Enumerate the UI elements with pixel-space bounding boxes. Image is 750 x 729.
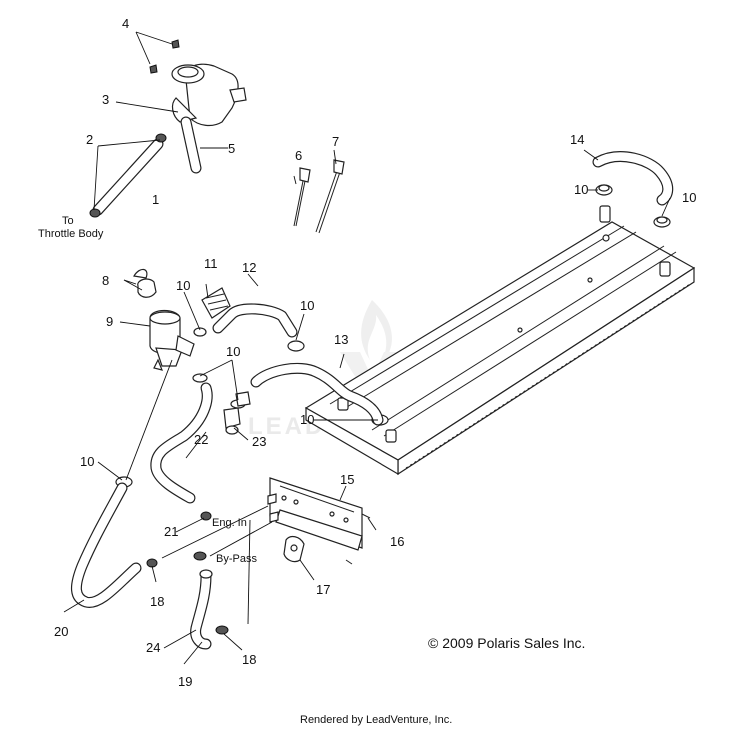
spring-11 bbox=[201, 287, 231, 319]
callout-10-e: 10 bbox=[226, 344, 240, 359]
callout-16: 16 bbox=[390, 534, 404, 549]
callout-10-d: 10 bbox=[300, 298, 314, 313]
callout-10-f: 10 bbox=[300, 412, 314, 427]
callout-10-c: 10 bbox=[176, 278, 190, 293]
callout-21: 21 bbox=[164, 524, 178, 539]
callout-14: 14 bbox=[570, 132, 584, 147]
hose-24 bbox=[190, 569, 213, 650]
callout-24: 24 bbox=[146, 640, 160, 655]
callout-1: 1 bbox=[152, 192, 159, 207]
callout-12: 12 bbox=[242, 260, 256, 275]
callout-13: 13 bbox=[334, 332, 348, 347]
note-eng-in: Eng. In bbox=[212, 517, 247, 529]
callout-22: 22 bbox=[194, 432, 208, 447]
callout-8: 8 bbox=[102, 273, 109, 288]
callout-10-a: 10 bbox=[574, 182, 588, 197]
callout-18-a: 18 bbox=[150, 594, 164, 609]
flame-logo-icon bbox=[361, 300, 392, 365]
fitting-23 bbox=[223, 407, 241, 435]
rendered-by: Rendered by LeadVenture, Inc. bbox=[300, 714, 452, 726]
thermostat-assembly bbox=[133, 268, 195, 371]
note-by-pass: By-Pass bbox=[216, 553, 257, 565]
callout-2: 2 bbox=[86, 132, 93, 147]
callout-4: 4 bbox=[122, 16, 129, 31]
callout-18-b: 18 bbox=[242, 652, 256, 667]
callout-5: 5 bbox=[228, 141, 235, 156]
callout-9: 9 bbox=[106, 314, 113, 329]
fitting-center bbox=[235, 391, 251, 407]
cable-ties bbox=[293, 159, 345, 234]
coolant-tank-assembly bbox=[89, 39, 247, 218]
note-to: To bbox=[62, 215, 74, 227]
callout-3: 3 bbox=[102, 92, 109, 107]
leader-lines bbox=[63, 31, 671, 665]
hose-12 bbox=[212, 303, 298, 338]
callout-10-b: 10 bbox=[682, 190, 696, 205]
callouts: 4 3 2 5 1 6 7 14 10 10 8 10 11 12 10 9 1… bbox=[54, 16, 696, 689]
copyright: © 2009 Polaris Sales Inc. bbox=[428, 635, 585, 651]
notes: To Throttle Body Eng. In By-Pass bbox=[38, 215, 257, 565]
callout-15: 15 bbox=[340, 472, 354, 487]
hose-22 bbox=[150, 382, 213, 504]
callout-10-g: 10 bbox=[80, 454, 94, 469]
callout-23: 23 bbox=[252, 434, 266, 449]
bumper-17 bbox=[283, 535, 305, 563]
screw-16 bbox=[345, 513, 371, 565]
hose-20 bbox=[71, 482, 142, 608]
note-throttle-body: Throttle Body bbox=[38, 228, 104, 240]
callout-11: 11 bbox=[204, 256, 218, 271]
heat-exchanger-panel bbox=[304, 205, 696, 476]
callout-17: 17 bbox=[316, 582, 330, 597]
callout-6: 6 bbox=[295, 148, 302, 163]
callout-7: 7 bbox=[332, 134, 339, 149]
clamps-small bbox=[146, 511, 229, 635]
callout-20: 20 bbox=[54, 624, 68, 639]
hose-14 bbox=[592, 151, 674, 206]
hose-13 bbox=[250, 362, 384, 426]
callout-19: 19 bbox=[178, 674, 192, 689]
bracket-15 bbox=[267, 477, 363, 551]
